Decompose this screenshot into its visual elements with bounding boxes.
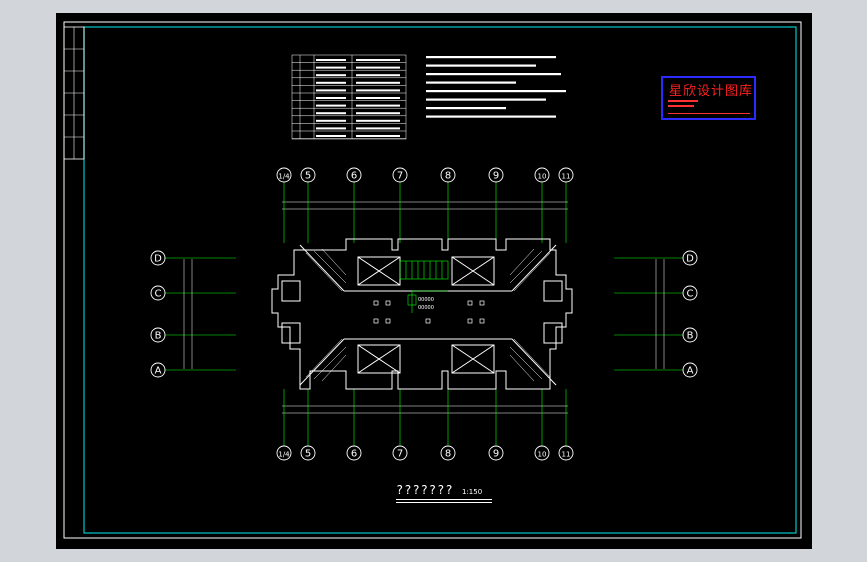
grid-bubble-left-B: B — [150, 327, 166, 343]
title-underline — [396, 499, 492, 500]
svg-text:00000: 00000 — [418, 305, 434, 311]
svg-text:D: D — [154, 254, 162, 265]
grid-bubble-bottom-7: 7 — [392, 445, 408, 461]
svg-text:6: 6 — [351, 449, 357, 460]
grid-bubble-right-C: C — [682, 285, 698, 301]
svg-text:5: 5 — [305, 449, 311, 460]
grid-bubble-bottom-6: 6 — [346, 445, 362, 461]
grid-bubble-top-6: 6 — [346, 167, 362, 183]
svg-text:1/4: 1/4 — [278, 451, 290, 459]
svg-text:A: A — [155, 366, 162, 377]
grid-bubble-bottom-9: 9 — [488, 445, 504, 461]
svg-text:C: C — [155, 289, 162, 300]
stamp-rule — [668, 105, 694, 107]
grid-bubble-right-D: D — [682, 250, 698, 266]
grid-bubble-right-B: B — [682, 327, 698, 343]
stamp-title: 星欣设计图库 — [669, 84, 754, 99]
grid-bubble-top-5: 5 — [300, 167, 316, 183]
grid-bubble-top-11: 11 — [558, 167, 574, 183]
grid-bubble-top-9: 9 — [488, 167, 504, 183]
watermark-stamp: 星欣设计图库 — [661, 76, 756, 120]
svg-text:6: 6 — [351, 171, 357, 182]
svg-text:B: B — [155, 331, 162, 342]
grid-bubble-bottom-8: 8 — [440, 445, 456, 461]
svg-text:10: 10 — [538, 173, 547, 181]
grid-bubble-bottom-11: 11 — [558, 445, 574, 461]
grid-bubble-top-8: 8 — [440, 167, 456, 183]
title-underline — [396, 502, 492, 503]
svg-text:B: B — [687, 331, 694, 342]
grid-bubble-top-10: 10 — [534, 167, 550, 183]
grid-bubble-left-C: C — [150, 285, 166, 301]
stamp-rule — [668, 113, 750, 114]
svg-text:5: 5 — [305, 171, 311, 182]
grid-bubble-left-A: A — [150, 362, 166, 378]
svg-text:9: 9 — [493, 449, 499, 460]
svg-text:7: 7 — [397, 171, 403, 182]
svg-text:1/4: 1/4 — [278, 173, 290, 181]
svg-text:10: 10 — [538, 451, 547, 459]
grid-bubble-right-A: A — [682, 362, 698, 378]
svg-text:D: D — [686, 254, 694, 265]
svg-text:8: 8 — [445, 449, 451, 460]
svg-text:7: 7 — [397, 449, 403, 460]
svg-text:00000: 00000 — [418, 297, 434, 303]
building-plan — [271, 238, 573, 390]
grid-bubble-bottom-1-4: 1/4 — [276, 445, 292, 461]
grid-bubble-bottom-5: 5 — [300, 445, 316, 461]
stamp-rule — [668, 100, 698, 102]
svg-text:C: C — [687, 289, 694, 300]
plan-scale: 1:150 — [462, 488, 483, 496]
grid-bubble-top-7: 7 — [392, 167, 408, 183]
plan-title: ??????? — [396, 483, 454, 497]
svg-text:11: 11 — [562, 451, 571, 459]
svg-text:11: 11 — [562, 173, 571, 181]
svg-text:A: A — [687, 366, 694, 377]
grid-bubble-bottom-10: 10 — [534, 445, 550, 461]
grid-bubble-left-D: D — [150, 250, 166, 266]
grid-bubble-top-1-4: 1/4 — [276, 167, 292, 183]
legend-table — [291, 54, 407, 140]
svg-text:9: 9 — [493, 171, 499, 182]
svg-text:8: 8 — [445, 171, 451, 182]
